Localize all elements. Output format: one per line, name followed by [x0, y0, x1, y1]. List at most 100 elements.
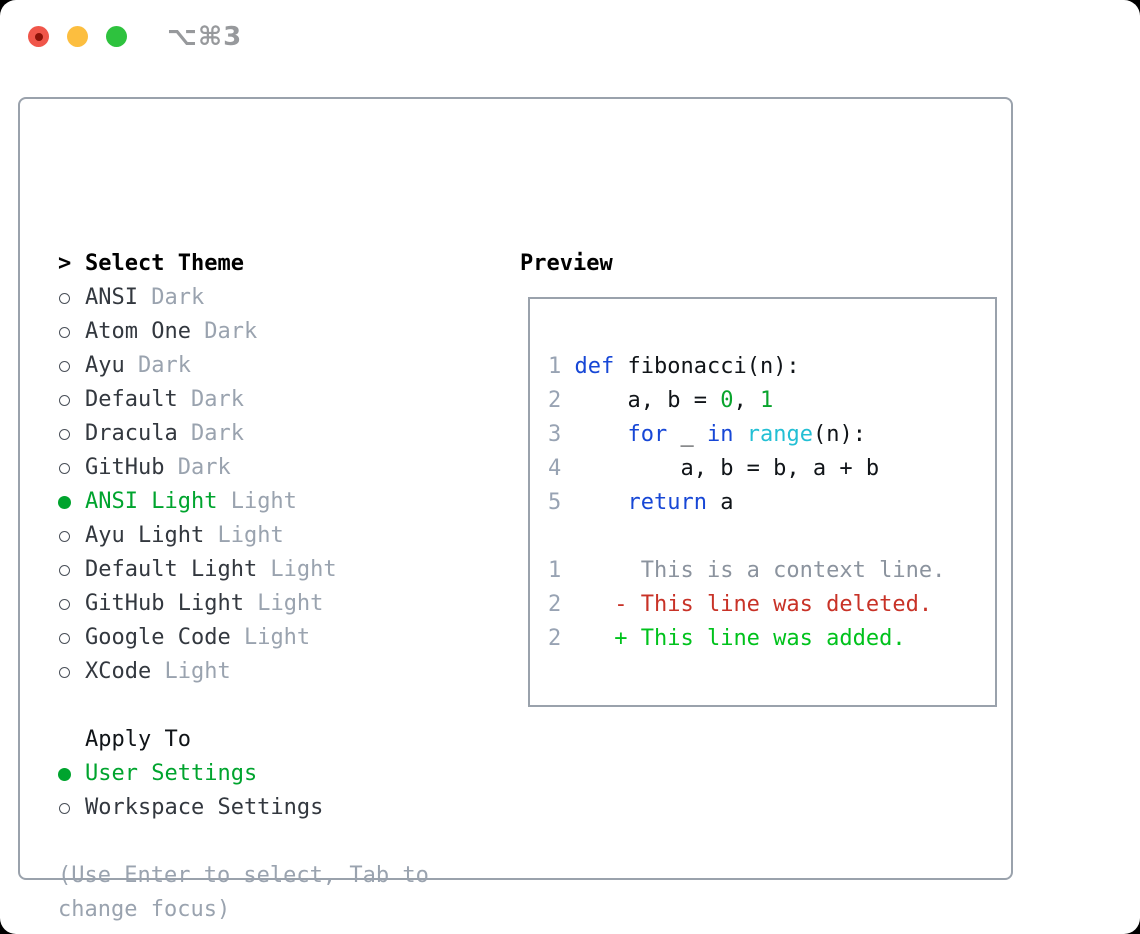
- spacer-row: [58, 689, 429, 723]
- traffic-lights: [28, 26, 127, 47]
- radio-icon: [58, 598, 85, 610]
- item-label: ANSI Light: [85, 489, 218, 514]
- radio-icon: [58, 632, 85, 644]
- item-variant-badge: Dark: [190, 319, 258, 344]
- apply-option-user-settings[interactable]: User Settings: [58, 757, 429, 791]
- theme-item-atom-one[interactable]: Atom One Dark: [58, 315, 429, 349]
- line-number: 3: [548, 422, 575, 447]
- spacer-row: [58, 825, 429, 859]
- code-line: 2 - This line was deleted.: [548, 588, 995, 622]
- minimize-button[interactable]: [67, 26, 88, 47]
- item-variant-badge: Dark: [137, 285, 205, 310]
- code-token-plain: a, b =: [574, 388, 721, 413]
- radio-icon: [58, 666, 85, 678]
- theme-item-default-light[interactable]: Default Light Light: [58, 553, 429, 587]
- code-token-builtin: range: [746, 422, 813, 447]
- apply-option-workspace-settings[interactable]: Workspace Settings: [58, 791, 429, 825]
- line-number: 1: [548, 354, 575, 379]
- radio-icon: [58, 462, 85, 474]
- item-label: Default: [85, 387, 178, 412]
- code-line: 5 return a: [548, 486, 995, 520]
- theme-item-github-light[interactable]: GitHub Light Light: [58, 587, 429, 621]
- theme-item-github[interactable]: GitHub Dark: [58, 451, 429, 485]
- line-number: 5: [548, 490, 575, 515]
- code-token-plain: a, b = b, a + b: [574, 456, 880, 481]
- item-variant-badge: Light: [151, 659, 231, 684]
- cursor-icon: >: [58, 251, 72, 276]
- code-token-keyword: in: [706, 422, 734, 447]
- edited-indicator-dot: [34, 32, 43, 41]
- code-line: 1 def fibonacci(n):: [548, 350, 995, 384]
- radio-icon: [58, 428, 85, 440]
- item-label: Ayu: [85, 353, 125, 378]
- line-number: 2: [548, 388, 575, 413]
- radio-icon: [58, 326, 85, 338]
- item-label: User Settings: [85, 761, 258, 786]
- code-token-plain: ,: [733, 388, 760, 413]
- code-token-added: + This line was added.: [574, 626, 906, 651]
- radio-icon: [58, 292, 85, 304]
- theme-item-ansi[interactable]: ANSI Dark: [58, 281, 429, 315]
- item-variant-badge: Light: [230, 625, 311, 650]
- code-token-plain: a: [706, 490, 734, 515]
- item-variant-badge: Dark: [177, 387, 244, 412]
- item-label: Google Code: [85, 625, 231, 650]
- radio-selected-icon: [58, 767, 85, 781]
- code-token-deleted: - This line was deleted.: [574, 592, 933, 617]
- help-text-line-2: change focus): [58, 897, 231, 922]
- code-line: 4 a, b = b, a + b: [548, 452, 995, 486]
- code-token-plain: _: [667, 422, 707, 447]
- item-variant-badge: Light: [243, 591, 324, 616]
- item-label: GitHub: [85, 455, 165, 480]
- code-line: 2 + This line was added.: [548, 622, 995, 656]
- apply-to-title: Apply To: [85, 727, 191, 752]
- theme-item-default[interactable]: Default Dark: [58, 383, 429, 417]
- code-token-number: 0: [720, 388, 734, 413]
- code-token-keyword: return: [627, 490, 707, 515]
- preview-title: Preview: [520, 251, 613, 276]
- item-variant-badge: Light: [217, 489, 297, 514]
- code-token-context: This is a context line.: [574, 558, 946, 583]
- item-label: Dracula: [85, 421, 178, 446]
- item-variant-badge: Dark: [177, 421, 244, 446]
- apply-to-header: Apply To: [58, 723, 429, 757]
- theme-item-dracula[interactable]: Dracula Dark: [58, 417, 429, 451]
- item-variant-badge: Dark: [164, 455, 231, 480]
- theme-item-ayu-light[interactable]: Ayu Light Light: [58, 519, 429, 553]
- theme-item-ansi-light[interactable]: ANSI Light Light: [58, 485, 429, 519]
- code-token-plain: (n):: [812, 422, 866, 447]
- select-theme-title: Select Theme: [85, 251, 244, 276]
- item-variant-badge: Light: [257, 557, 337, 582]
- item-label: Ayu Light: [85, 523, 205, 548]
- window-title-shortcut: ⌥⌘3: [167, 22, 243, 52]
- item-label: Default Light: [85, 557, 258, 582]
- help-text-line-1: (Use Enter to select, Tab to: [58, 863, 429, 888]
- radio-icon: [58, 802, 85, 814]
- select-theme-header: > Select Theme: [58, 247, 429, 281]
- code-token-plain: fibonacci(n):: [614, 354, 800, 379]
- code-token-plain: [575, 422, 628, 447]
- item-label: Atom One: [85, 319, 191, 344]
- code-line: [548, 520, 995, 554]
- theme-item-ayu[interactable]: Ayu Dark: [58, 349, 429, 383]
- item-label: XCode: [85, 659, 152, 684]
- zoom-button[interactable]: [106, 26, 127, 47]
- code-line: 2 a, b = 0, 1: [548, 384, 995, 418]
- line-number: 4: [548, 456, 575, 481]
- item-label: ANSI: [85, 285, 138, 310]
- close-button[interactable]: [28, 26, 49, 47]
- radio-icon: [58, 394, 85, 406]
- theme-item-google-code[interactable]: Google Code Light: [58, 621, 429, 655]
- radio-icon: [58, 360, 85, 372]
- radio-selected-icon: [58, 495, 85, 509]
- theme-item-xcode[interactable]: XCode Light: [58, 655, 429, 689]
- line-number: 2: [548, 626, 575, 651]
- item-label: GitHub Light: [85, 591, 244, 616]
